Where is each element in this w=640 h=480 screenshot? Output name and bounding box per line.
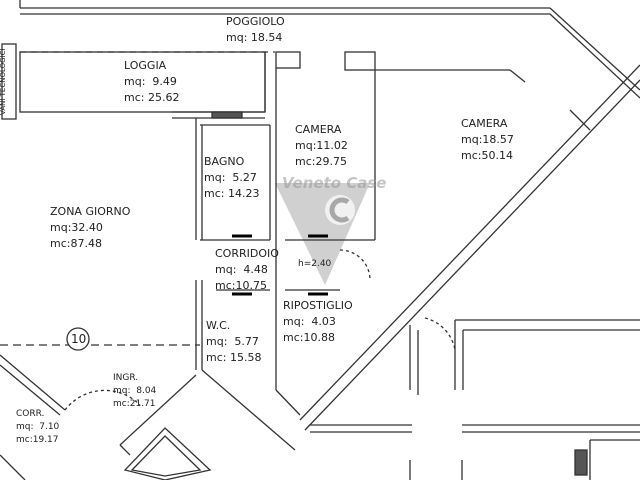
room-name: CAMERA [461,117,508,130]
room-camera-1: CAMERA mq:11.02 mc:29.75 [295,122,348,170]
room-name: CAMERA [295,123,342,136]
room-loggia: LOGGIA mq: 9.49 mc: 25.62 [124,58,179,106]
room-name: BAGNO [204,155,245,168]
watermark-logo-c [329,197,350,223]
axis-marker [66,327,90,351]
room-volume: mc:87.48 [50,237,102,250]
room-volume: mc: 15.58 [206,351,262,364]
watermark-text: Veneto Case [282,174,387,192]
room-volume: mc:29.75 [295,155,347,168]
axis-marker-label: 10 [71,332,87,346]
room-name: RIPOSTIGLIO [283,299,353,312]
room-corr: CORR. mq: 7.10 mc:19.17 [16,408,59,447]
room-volume: mc: 14.23 [204,187,260,200]
room-area: mq: 5.77 [206,335,259,348]
room-volume: mc:50.14 [461,149,513,162]
room-area: mq: 7.10 [16,422,60,432]
technical-room-label: VANI TECNOLOGICI [0,48,7,116]
room-area: mq:32.40 [50,221,103,234]
room-volume: mc: 25.62 [124,91,180,104]
room-name: LOGGIA [124,59,167,72]
room-camera-2: CAMERA mq:18.57 mc:50.14 [461,116,514,164]
room-name: INGR. [113,373,139,383]
room-area: mq: 8.04 [113,386,157,396]
room-bagno: BAGNO mq: 5.27 mc: 14.23 [204,154,259,202]
room-area: mq: 9.49 [124,75,177,88]
room-name: CORR. [16,409,45,419]
height-note: h=2.40 [298,259,332,269]
room-name: CORRIDOIO [215,247,279,260]
room-ripostiglio: RIPOSTIGLIO mq: 4.03 mc:10.88 [283,298,353,346]
room-area: mq:11.02 [295,139,348,152]
room-wc: W.C. mq: 5.77 mc: 15.58 [206,318,261,366]
room-zona-giorno: ZONA GIORNO mq:32.40 mc:87.48 [50,204,130,252]
room-volume: mc:19.17 [16,435,59,445]
room-volume: mc:10.88 [283,331,335,344]
room-volume: mc:10.75 [215,279,267,292]
room-area: mq: 4.48 [215,263,268,276]
room-volume: mc:21.71 [113,399,156,409]
room-ingresso: INGR. mq: 8.04 mc:21.71 [113,372,156,411]
room-corridoio: CORRIDOIO mq: 4.48 mc:10.75 [215,246,279,294]
room-name: ZONA GIORNO [50,205,131,218]
room-poggiolo: POGGIOLO mq: 18.54 [226,14,285,46]
room-name: POGGIOLO [226,15,285,28]
room-area: mq: 18.54 [226,31,283,44]
room-name: W.C. [206,319,231,332]
room-area: mq: 4.03 [283,315,336,328]
room-area: mq:18.57 [461,133,514,146]
room-area: mq: 5.27 [204,171,257,184]
